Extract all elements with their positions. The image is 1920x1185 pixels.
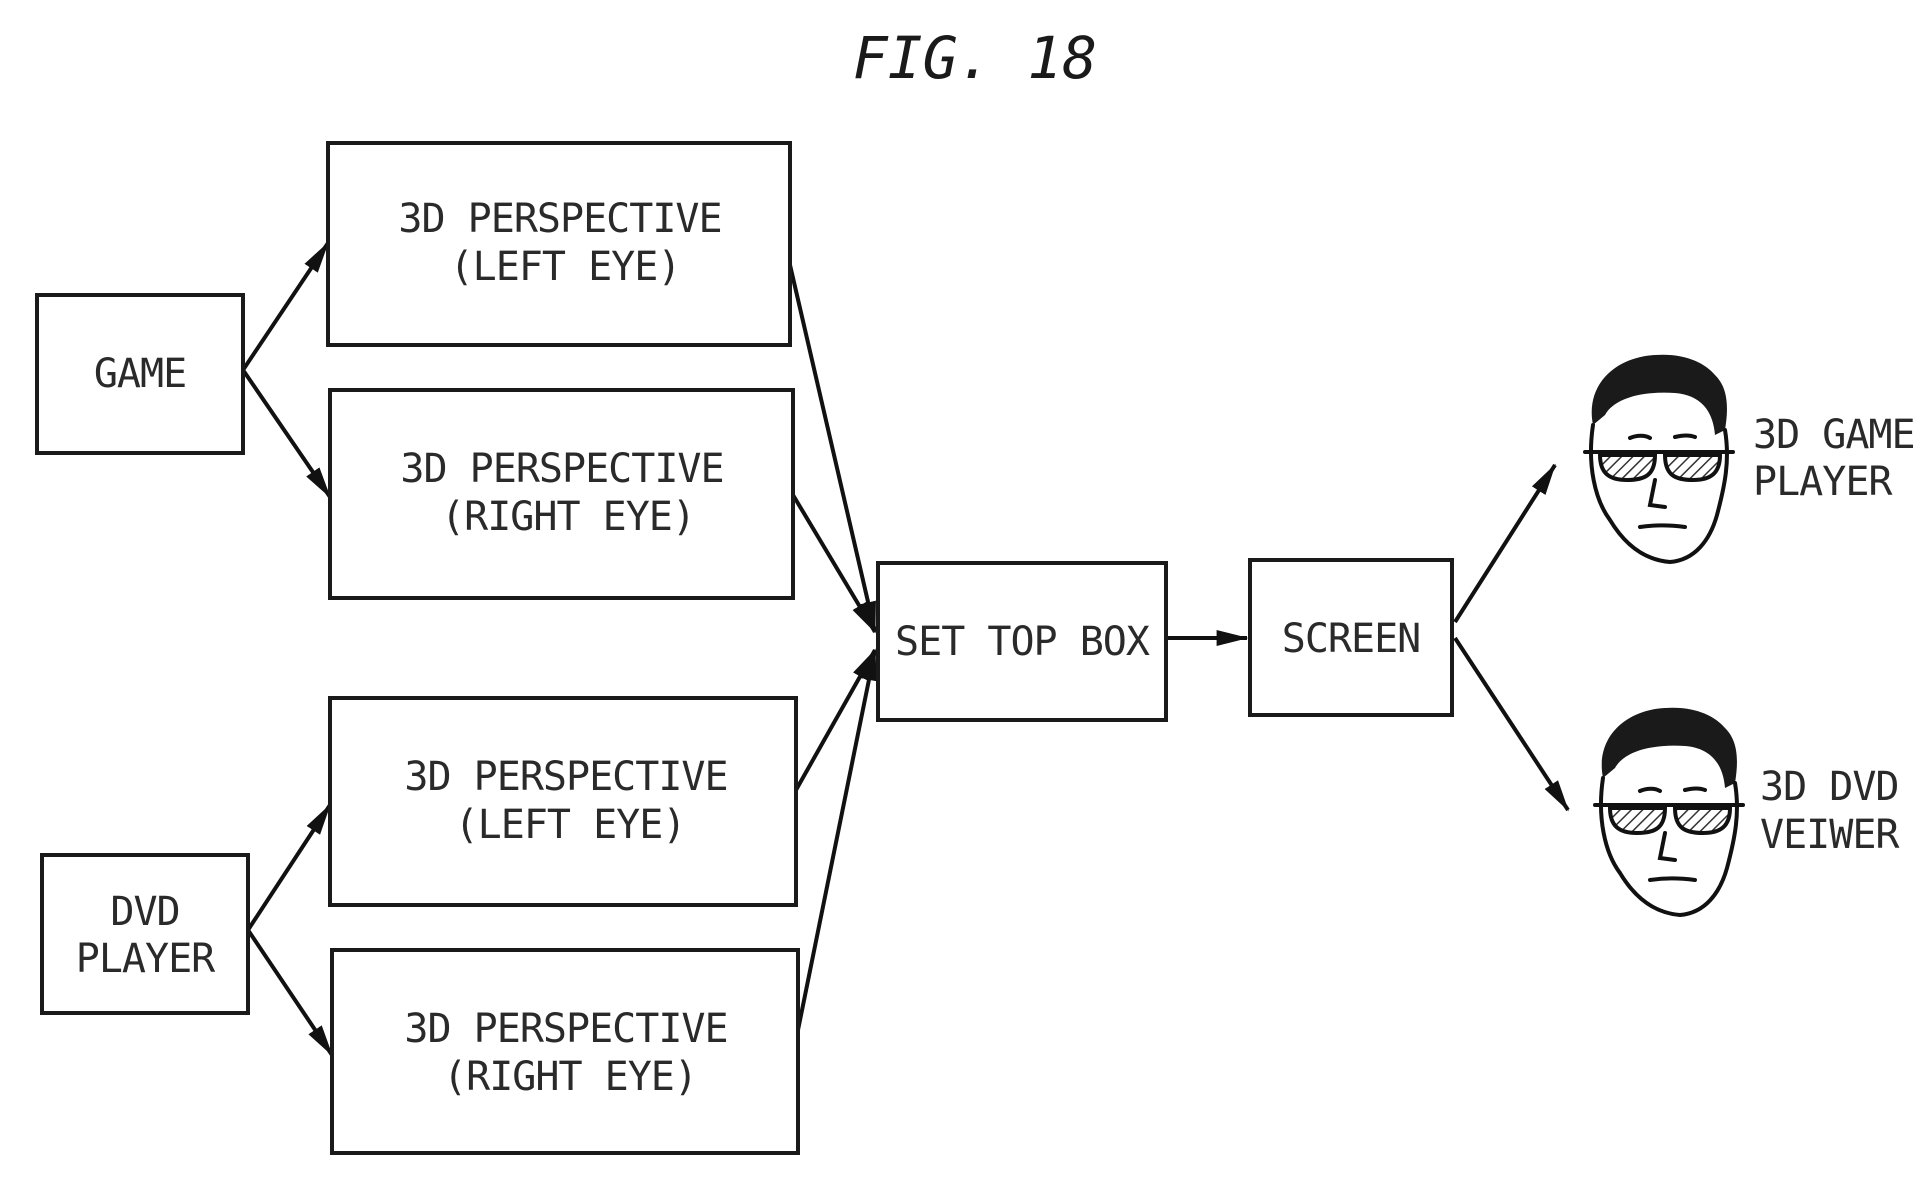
node-label-line-2: (LEFT EYE) bbox=[455, 802, 686, 848]
face-with-3d-glasses-icon bbox=[1583, 354, 1735, 565]
face-with-3d-glasses-icon bbox=[1593, 707, 1745, 918]
figure-title: FIG. 18 bbox=[853, 24, 1097, 92]
viewer-label-line-1: 3D DVD bbox=[1760, 764, 1899, 810]
node-label: GAME bbox=[94, 351, 186, 397]
node-label-line-1: 3D PERSPECTIVE bbox=[404, 1006, 727, 1052]
viewer-label-line-2: PLAYER bbox=[1753, 459, 1893, 505]
node-label-line-2: PLAYER bbox=[76, 936, 216, 982]
node-label-line-1: 3D PERSPECTIVE bbox=[398, 196, 721, 242]
edge-dvd-to-dvd-left bbox=[246, 803, 332, 932]
node-set-top-box[interactable]: SET TOP BOX bbox=[876, 561, 1168, 722]
node-dvd-right-eye[interactable]: 3D PERSPECTIVE (RIGHT EYE) bbox=[330, 948, 800, 1155]
node-dvd-player[interactable]: DVD PLAYER bbox=[40, 853, 250, 1015]
edge-game-left-to-stb bbox=[788, 264, 877, 634]
node-label-line-2: (RIGHT EYE) bbox=[443, 1054, 697, 1100]
node-label-line-1: 3D PERSPECTIVE bbox=[404, 754, 727, 800]
viewer-3d-dvd-viewer: 3D DVD VEIWER bbox=[1593, 707, 1901, 918]
node-label-line-2: (LEFT EYE) bbox=[450, 244, 681, 290]
node-game-left-eye[interactable]: 3D PERSPECTIVE (LEFT EYE) bbox=[326, 141, 792, 347]
viewer-3d-game-player: 3D GAME PLAYER bbox=[1583, 354, 1916, 565]
edge-game-to-game-left bbox=[241, 241, 330, 372]
edge-dvd-right-to-stb bbox=[796, 648, 877, 1031]
node-screen[interactable]: SCREEN bbox=[1248, 558, 1454, 717]
node-game[interactable]: GAME bbox=[35, 293, 245, 455]
node-label: SCREEN bbox=[1282, 616, 1421, 662]
node-label-line-1: DVD bbox=[110, 889, 179, 935]
node-label-line-2: (RIGHT EYE) bbox=[441, 494, 695, 540]
node-label: SET TOP BOX bbox=[895, 619, 1150, 665]
edge-game-to-game-right bbox=[241, 368, 332, 499]
edge-dvd-to-dvd-right bbox=[246, 928, 334, 1057]
edge-screen-to-dvd-viewer bbox=[1453, 636, 1570, 812]
viewer-label-line-2: VEIWER bbox=[1760, 812, 1900, 858]
edge-game-right-to-stb bbox=[791, 493, 877, 634]
edge-screen-to-game-player bbox=[1453, 463, 1557, 624]
viewer-label-line-1: 3D GAME bbox=[1753, 412, 1915, 458]
node-label-line-1: 3D PERSPECTIVE bbox=[400, 446, 723, 492]
node-dvd-left-eye[interactable]: 3D PERSPECTIVE (LEFT EYE) bbox=[328, 696, 798, 907]
node-game-right-eye[interactable]: 3D PERSPECTIVE (RIGHT EYE) bbox=[328, 388, 795, 600]
edge-dvd-left-to-stb bbox=[794, 648, 877, 791]
edges bbox=[241, 241, 1570, 1057]
